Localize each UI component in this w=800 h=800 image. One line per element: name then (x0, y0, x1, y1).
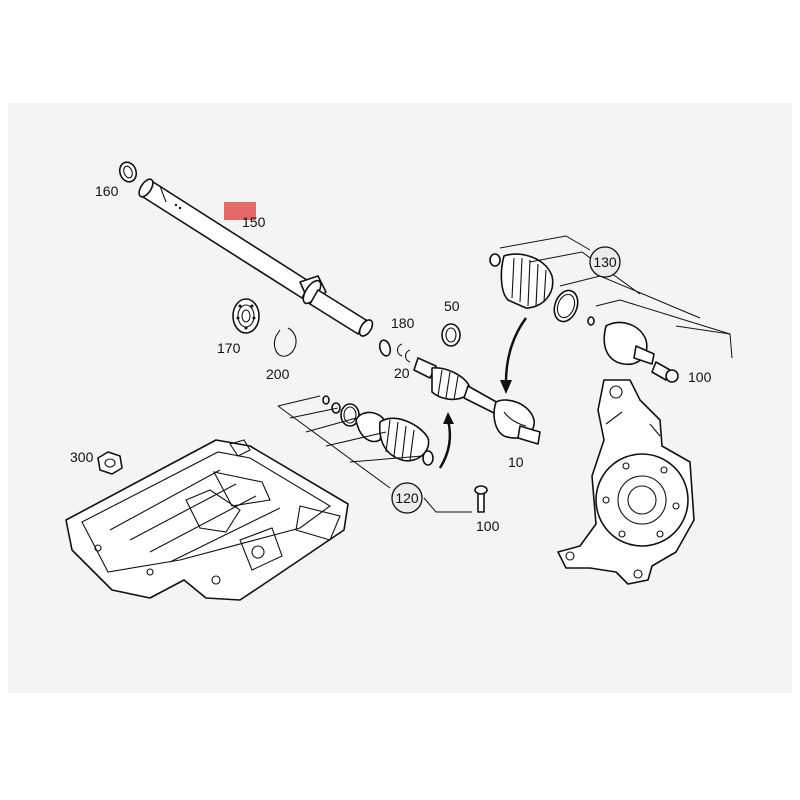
bearing-170 (232, 298, 260, 334)
label-130: 130 (593, 254, 617, 270)
drive-shaft-10 (413, 357, 541, 445)
label-10: 10 (508, 454, 524, 470)
label-100-upper: 100 (688, 369, 712, 385)
label-300: 300 (70, 449, 94, 465)
snap-ring-200 (273, 327, 297, 357)
assembly-arrow-1 (438, 412, 454, 469)
label-200: 200 (266, 366, 290, 382)
nut-300 (97, 451, 123, 475)
label-20: 20 (394, 365, 410, 381)
balloon-130 (589, 246, 621, 278)
outer-joint-kit-130 (489, 253, 679, 383)
inner-joint-kit-120 (322, 395, 488, 513)
label-150: 150 (242, 214, 266, 230)
ring-160 (118, 161, 138, 183)
clip-20 (396, 343, 411, 363)
assembly-arrow-2 (500, 317, 528, 394)
label-120: 120 (395, 490, 419, 506)
label-50: 50 (444, 298, 460, 314)
intermediate-shaft-150 (138, 178, 374, 337)
label-100-lower: 100 (476, 518, 500, 534)
balloon-120 (391, 482, 423, 514)
label-160: 160 (95, 183, 119, 199)
oil-pan-housing (65, 439, 349, 601)
ring-180 (378, 339, 392, 357)
label-170: 170 (217, 340, 241, 356)
wheel-hub-knuckle (557, 379, 695, 585)
label-180: 180 (391, 315, 415, 331)
ring-50 (441, 323, 461, 347)
highlight-marker (224, 202, 256, 220)
